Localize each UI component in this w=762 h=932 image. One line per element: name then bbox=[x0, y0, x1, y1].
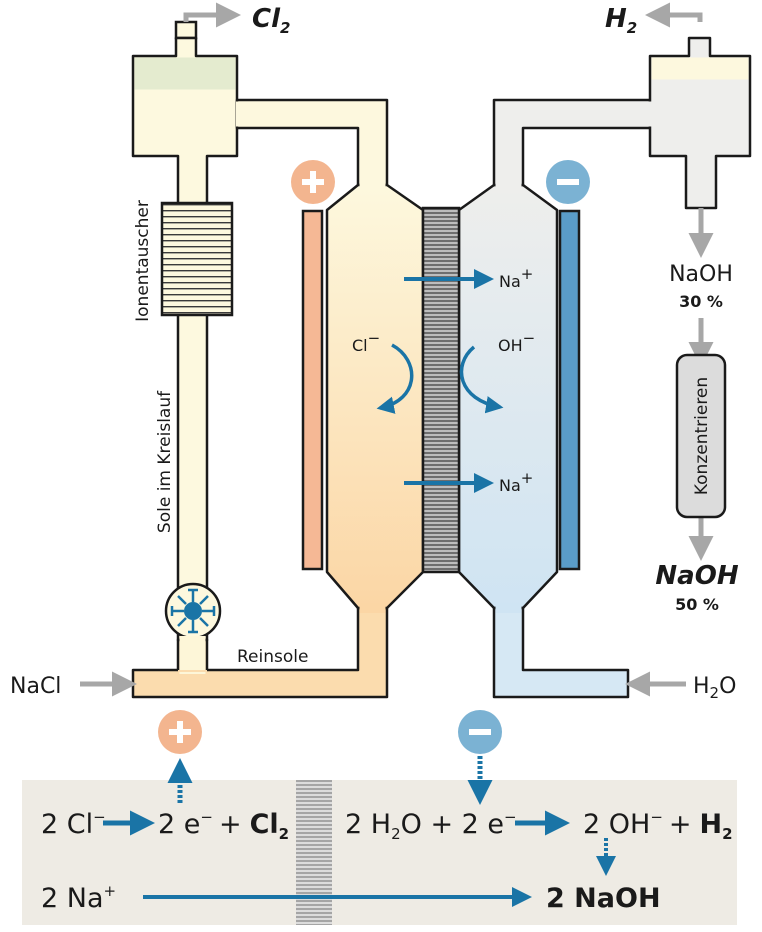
eq-cathode-reactant: 2 H2O + 2 e− bbox=[345, 808, 517, 843]
brine-circuit-label: Sole im Kreislauf bbox=[155, 390, 175, 533]
nacl-label: NaCl bbox=[10, 674, 61, 699]
cl-ion-label: Cl− bbox=[352, 329, 380, 355]
na-ion-label-bottom: Na+ bbox=[499, 469, 533, 495]
cl2-label: Cl2 bbox=[252, 4, 290, 37]
cathode-electrode bbox=[558, 209, 581, 571]
anode-top-tank bbox=[174, 20, 198, 40]
pure-brine-pipe bbox=[131, 606, 389, 699]
anode-side-apparatus bbox=[131, 20, 389, 699]
cl2-outlet-arrow bbox=[183, 2, 241, 28]
concentrator-label: Konzentrieren bbox=[692, 377, 712, 495]
anode-compartment bbox=[325, 180, 425, 613]
eq-cathode-product: 2 OH−+H2 bbox=[583, 808, 733, 843]
h2-outlet-arrow bbox=[645, 2, 703, 28]
separator-tank-cl2 bbox=[131, 36, 239, 642]
anode-plus-icon bbox=[291, 160, 335, 204]
reaction-panel bbox=[22, 780, 737, 925]
naoh-50-percent: 50 % bbox=[675, 595, 719, 614]
oh-ion-curved-arrow bbox=[459, 345, 504, 414]
cl-ion-curved-arrow bbox=[376, 343, 414, 414]
panel-plus-icon bbox=[158, 710, 202, 754]
ion-exchange-membrane bbox=[421, 206, 461, 574]
anode-electrode bbox=[301, 209, 324, 571]
concentrator-box bbox=[675, 353, 727, 519]
separator-tank-h2 bbox=[648, 36, 752, 210]
eq-naoh-product: 2 NaOH bbox=[546, 883, 661, 914]
eq-anode-reactant: 2 Cl− bbox=[41, 808, 106, 840]
pump-icon bbox=[164, 582, 222, 640]
panel-minus-icon bbox=[458, 710, 502, 754]
naoh-30-label: NaOH bbox=[669, 262, 733, 287]
panel-membrane-strip bbox=[296, 780, 332, 925]
eq-anode-product: 2 e−+Cl2 bbox=[158, 808, 289, 843]
naoh-30-percent: 30 % bbox=[679, 292, 723, 311]
oh-ion-label: OH− bbox=[498, 329, 535, 355]
na-ion-label-top: Na+ bbox=[499, 265, 533, 291]
eq-sodium-reactant: 2 Na+ bbox=[41, 882, 116, 914]
ion-exchanger bbox=[160, 201, 234, 317]
naoh-50-label: NaOH bbox=[655, 561, 738, 591]
ion-exchanger-label: Ionentauscher bbox=[133, 200, 153, 322]
h2-label: H2 bbox=[605, 4, 637, 37]
cathode-side-apparatus bbox=[492, 36, 752, 699]
h2o-label: H2O bbox=[693, 674, 736, 702]
cathode-minus-icon bbox=[546, 160, 590, 204]
pure-brine-label: Reinsole bbox=[237, 647, 308, 667]
